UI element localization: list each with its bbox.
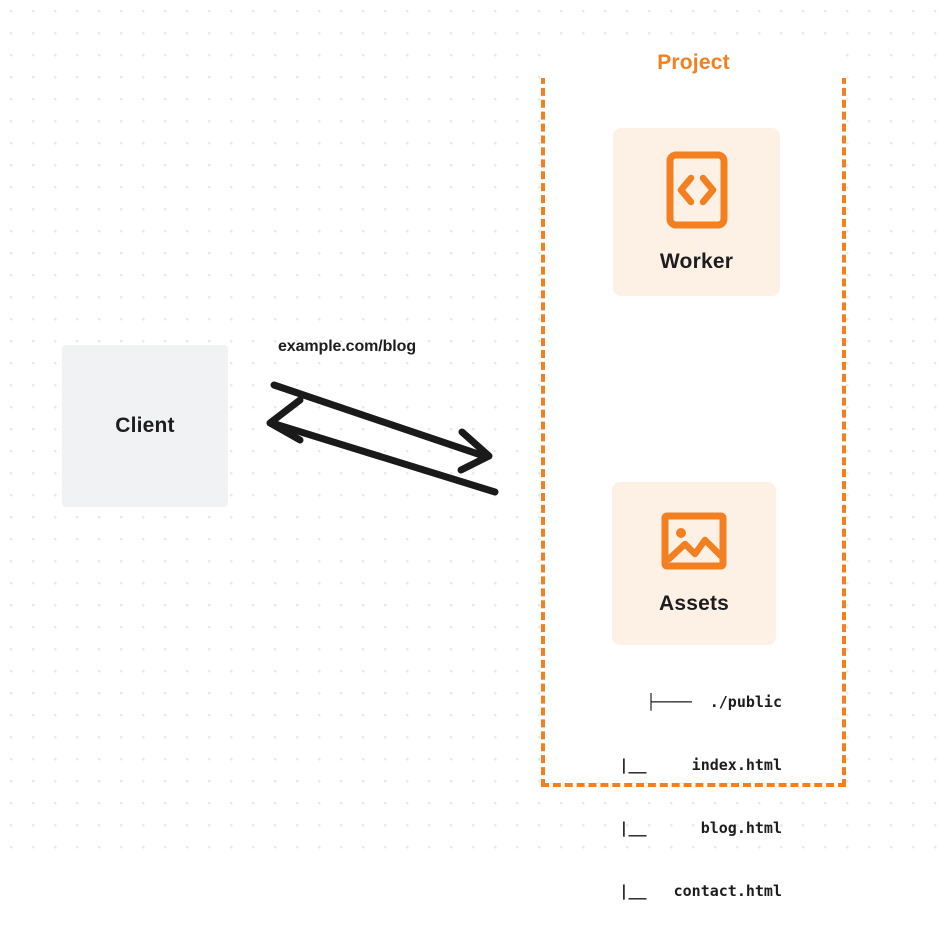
assets-label: Assets bbox=[658, 592, 730, 615]
file-tree-line: |__ index.html bbox=[601, 756, 782, 774]
diagram-canvas: Project Worker Assets ├──── ./public |__… bbox=[0, 0, 938, 900]
client-node[interactable]: Client bbox=[62, 345, 228, 507]
assets-node[interactable]: Assets bbox=[612, 482, 776, 645]
client-label: Client bbox=[115, 414, 175, 437]
code-brackets-icon bbox=[666, 151, 728, 234]
request-arrow bbox=[270, 381, 493, 474]
asset-file-tree: ├──── ./public |__ index.html |__ blog.h… bbox=[586, 650, 782, 944]
worker-node[interactable]: Worker bbox=[613, 128, 780, 296]
file-tree-line: ├──── ./public bbox=[646, 693, 782, 711]
file-tree-line: |__ blog.html bbox=[601, 819, 782, 837]
worker-label: Worker bbox=[659, 249, 734, 273]
image-icon bbox=[661, 511, 727, 576]
request-url-label: example.com/blog bbox=[278, 338, 416, 355]
file-tree-line: |__ contact.html bbox=[601, 882, 782, 900]
response-arrow bbox=[266, 396, 499, 496]
project-label: Project bbox=[541, 48, 846, 78]
